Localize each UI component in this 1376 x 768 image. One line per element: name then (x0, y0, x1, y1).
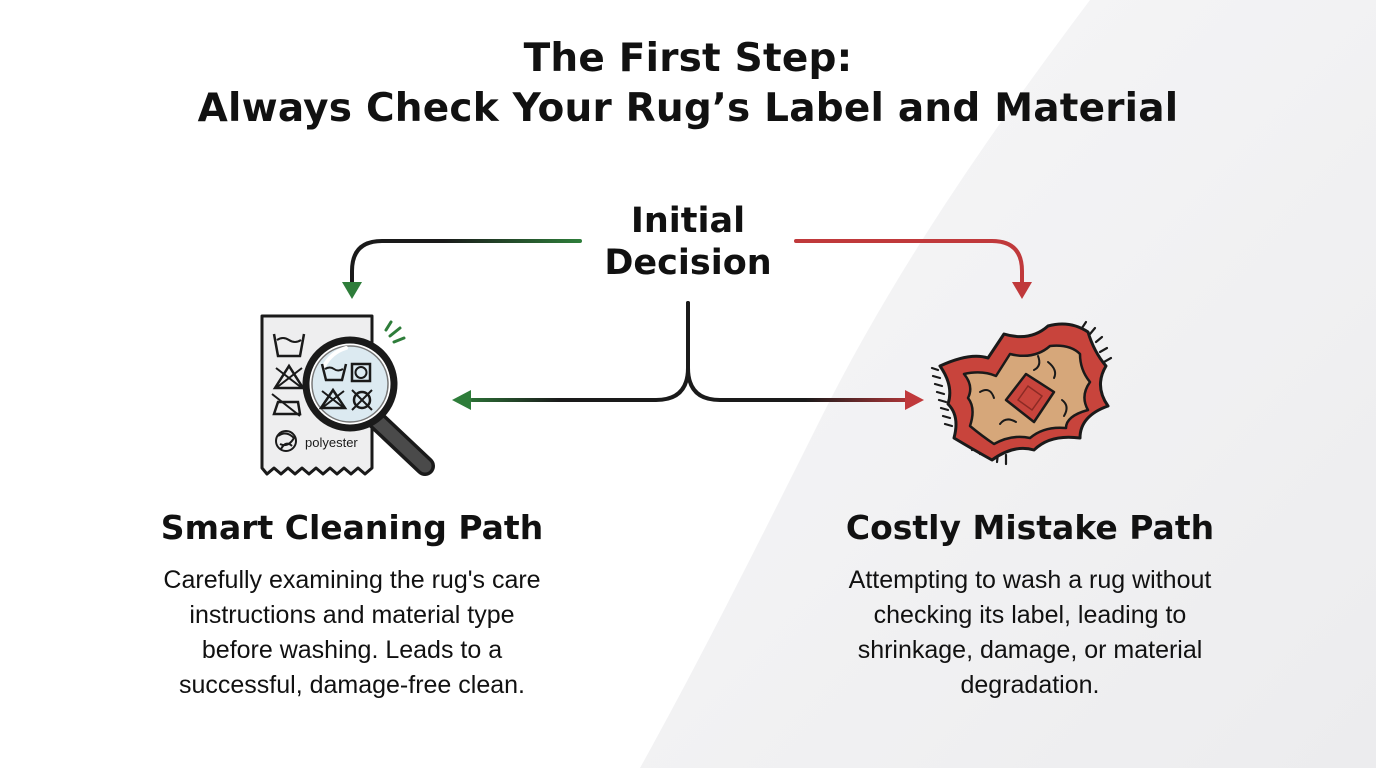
damaged-rug-icon (930, 320, 1113, 466)
mistake-desc-line: checking its label, leading to (873, 601, 1187, 629)
care-label-magnifier-icon: polyester (260, 314, 435, 476)
smart-desc-line: Carefully examining the rug's care (163, 566, 541, 594)
polyester-label-text: polyester (305, 435, 358, 450)
mistake-desc-line: shrinkage, damage, or material (857, 636, 1203, 664)
mid-right-arrowhead (905, 390, 924, 410)
top-left-arrow (342, 239, 582, 299)
mistake-desc-line: degradation. (960, 671, 1100, 699)
smart-desc-line: before washing. Leads to a (201, 636, 503, 664)
mid-left-arrowhead (452, 390, 471, 410)
title-line-1: The First Step: (523, 36, 853, 81)
initial-decision-label: Initial Decision (578, 200, 798, 284)
mistake-path-description: Attempting to wash a rug without checkin… (780, 563, 1280, 703)
smart-desc-line: instructions and material type (189, 601, 515, 629)
smart-path-description: Carefully examining the rug's care instr… (100, 563, 604, 703)
page-title: The First Step: Always Check Your Rug’s … (0, 34, 1376, 134)
smart-path-title: Smart Cleaning Path (160, 508, 544, 547)
stem-split (452, 301, 924, 410)
mistake-path-title: Costly Mistake Path (845, 508, 1215, 547)
hub-line-1: Initial (630, 201, 746, 241)
hub-line-2: Decision (604, 243, 772, 283)
smart-desc-line: successful, damage-free clean. (178, 671, 525, 699)
top-right-arrow (794, 239, 1032, 299)
mistake-desc-line: Attempting to wash a rug without (848, 566, 1212, 594)
title-line-2: Always Check Your Rug’s Label and Materi… (197, 86, 1179, 131)
